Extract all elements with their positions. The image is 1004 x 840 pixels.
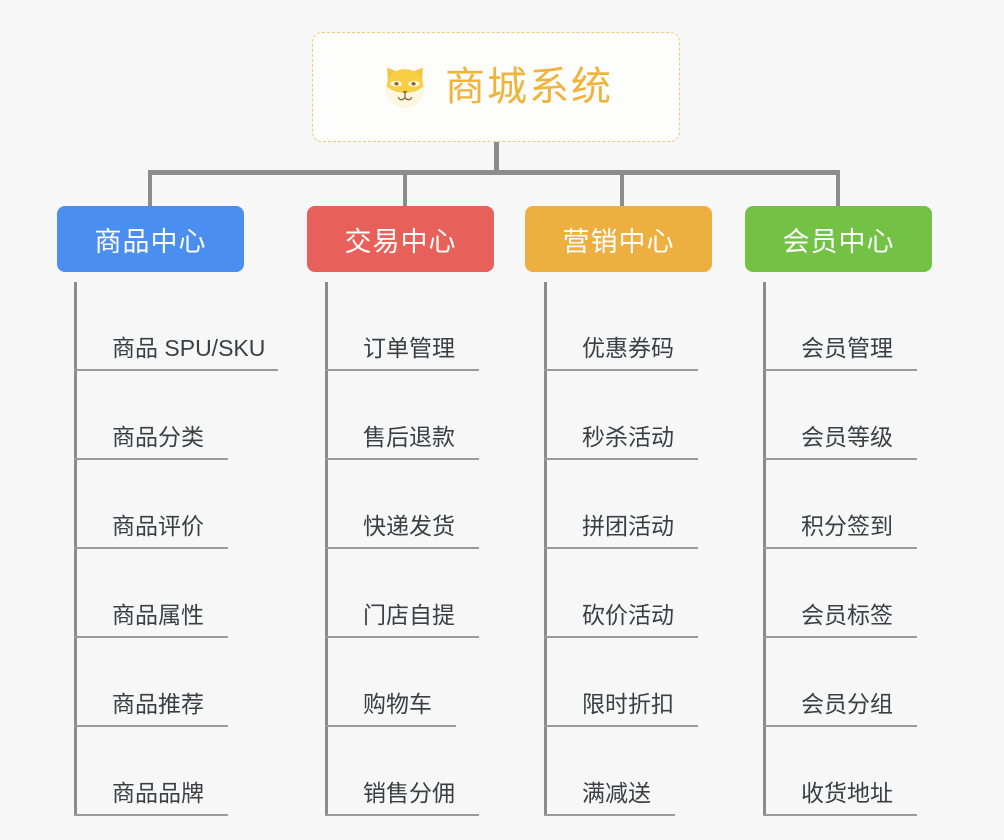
leaf-label: 商品品牌 <box>112 779 204 806</box>
leaf-item[interactable]: 会员标签 <box>763 549 917 638</box>
leaf-item[interactable]: 销售分佣 <box>325 727 479 816</box>
leaf-underline <box>544 725 698 727</box>
leaf-underline <box>544 547 698 549</box>
leaf-label: 快递发货 <box>363 512 455 539</box>
connector-drop-2 <box>403 170 407 206</box>
leaf-underline <box>544 636 698 638</box>
leaf-underline <box>74 547 228 549</box>
leaf-item[interactable]: 满减送 <box>544 727 675 816</box>
leaf-underline <box>544 369 698 371</box>
leaf-underline <box>544 814 675 816</box>
leaf-label: 满减送 <box>582 779 651 806</box>
leaf-label: 积分签到 <box>801 512 893 539</box>
leaf-label: 会员分组 <box>801 690 893 717</box>
leaf-column-会员中心: 会员管理 会员等级 积分签到 会员标签 会员分组 收货地址 <box>763 282 917 816</box>
leaf-item[interactable]: 商品推荐 <box>74 638 265 727</box>
leaf-spine <box>74 282 77 816</box>
leaf-underline <box>763 725 917 727</box>
leaf-item[interactable]: 快递发货 <box>325 460 479 549</box>
leaf-underline <box>325 636 479 638</box>
leaf-underline <box>544 458 698 460</box>
leaf-label: 秒杀活动 <box>582 423 674 450</box>
leaf-item[interactable]: 限时折扣 <box>544 638 698 727</box>
leaf-label: 商品 SPU/SKU <box>112 334 266 361</box>
leaf-label: 商品推荐 <box>112 690 204 717</box>
leaf-label: 会员管理 <box>801 334 893 361</box>
leaf-underline <box>74 458 228 460</box>
leaf-underline <box>763 458 917 460</box>
leaf-item[interactable]: 商品品牌 <box>74 727 265 816</box>
leaf-item[interactable]: 收货地址 <box>763 727 917 816</box>
leaf-item[interactable]: 会员管理 <box>763 282 917 371</box>
category-box-商品中心[interactable]: 商品中心 <box>57 206 244 272</box>
leaf-underline <box>325 458 479 460</box>
leaf-label: 砍价活动 <box>582 601 674 628</box>
shiba-dog-icon <box>386 67 424 108</box>
leaf-item[interactable]: 订单管理 <box>325 282 479 371</box>
leaf-spine <box>544 282 547 816</box>
leaf-item[interactable]: 会员等级 <box>763 371 917 460</box>
leaf-label: 会员等级 <box>801 423 893 450</box>
leaf-item[interactable]: 秒杀活动 <box>544 371 698 460</box>
leaf-item[interactable]: 拼团活动 <box>544 460 698 549</box>
connector-drop-4 <box>836 170 840 206</box>
leaf-item[interactable]: 砍价活动 <box>544 549 698 638</box>
leaf-underline <box>763 814 917 816</box>
leaf-spine <box>763 282 766 816</box>
leaf-label: 会员标签 <box>801 601 893 628</box>
leaf-label: 门店自提 <box>363 601 455 628</box>
leaf-column-营销中心: 优惠券码 秒杀活动 拼团活动 砍价活动 限时折扣 满减送 <box>544 282 698 816</box>
leaf-underline <box>763 369 917 371</box>
leaf-item[interactable]: 商品属性 <box>74 549 265 638</box>
leaf-item[interactable]: 购物车 <box>325 638 456 727</box>
leaf-underline <box>74 725 228 727</box>
category-label: 交易中心 <box>344 226 457 257</box>
leaf-underline <box>325 725 456 727</box>
leaf-label: 商品分类 <box>112 423 204 450</box>
category-box-交易中心[interactable]: 交易中心 <box>307 206 494 272</box>
root-node-商城系统[interactable]: 商城系统 <box>312 32 680 142</box>
leaf-item[interactable]: 商品评价 <box>74 460 265 549</box>
leaf-item[interactable]: 积分签到 <box>763 460 917 549</box>
connector-drop-3 <box>620 170 624 206</box>
leaf-underline <box>763 636 917 638</box>
leaf-item[interactable]: 门店自提 <box>325 549 479 638</box>
leaf-column-商品中心: 商品 SPU/SKU 商品分类 商品评价 商品属性 商品推荐 商品品牌 <box>74 282 278 816</box>
leaf-item[interactable]: 会员分组 <box>763 638 917 727</box>
category-label: 商品中心 <box>94 226 207 257</box>
leaf-label: 商品评价 <box>112 512 204 539</box>
leaf-label: 商品属性 <box>112 601 204 628</box>
connector-drop-1 <box>148 170 152 206</box>
leaf-label: 优惠券码 <box>582 334 674 361</box>
leaf-label: 购物车 <box>363 690 432 717</box>
leaf-spine <box>325 282 328 816</box>
category-label: 营销中心 <box>562 226 675 257</box>
leaf-label: 限时折扣 <box>582 690 674 717</box>
leaf-item[interactable]: 商品 SPU/SKU <box>74 282 278 371</box>
connector-horizontal-bus <box>148 170 840 175</box>
leaf-underline <box>763 547 917 549</box>
leaf-label: 拼团活动 <box>582 512 674 539</box>
leaf-column-交易中心: 订单管理 售后退款 快递发货 门店自提 购物车 销售分佣 <box>325 282 479 816</box>
leaf-label: 售后退款 <box>363 423 455 450</box>
leaf-label: 订单管理 <box>363 334 455 361</box>
leaf-item[interactable]: 售后退款 <box>325 371 479 460</box>
category-box-营销中心[interactable]: 营销中心 <box>525 206 712 272</box>
leaf-underline <box>74 814 228 816</box>
leaf-underline <box>74 636 228 638</box>
leaf-underline <box>325 814 479 816</box>
category-label: 会员中心 <box>782 226 895 257</box>
leaf-label: 销售分佣 <box>363 779 455 806</box>
leaf-item[interactable]: 商品分类 <box>74 371 265 460</box>
connector-root-stem <box>494 142 499 174</box>
leaf-item[interactable]: 优惠券码 <box>544 282 698 371</box>
root-title: 商城系统 <box>445 65 613 109</box>
leaf-underline <box>325 369 479 371</box>
leaf-underline <box>325 547 479 549</box>
category-box-会员中心[interactable]: 会员中心 <box>745 206 932 272</box>
leaf-label: 收货地址 <box>801 779 893 806</box>
leaf-underline <box>74 369 278 371</box>
